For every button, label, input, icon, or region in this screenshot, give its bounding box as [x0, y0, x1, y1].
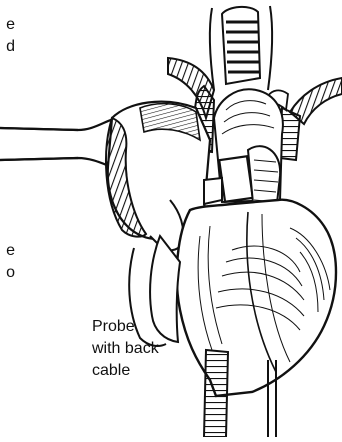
label-probe-line-3: cable — [92, 360, 159, 382]
label-top-left-line-2: d — [6, 36, 15, 58]
label-probe: Probe with back cable — [92, 316, 159, 382]
label-top-left-fragment: e d — [6, 14, 15, 58]
label-mid-left-line-1: e — [6, 240, 15, 262]
label-probe-line-2: with back — [92, 338, 159, 360]
label-mid-left-line-2: o — [6, 262, 15, 284]
label-top-left-line-1: e — [6, 14, 15, 36]
probe-handle — [0, 118, 122, 170]
label-probe-line-1: Probe — [92, 316, 159, 338]
label-mid-left-fragment: e o — [6, 240, 15, 284]
trachea — [210, 6, 272, 90]
